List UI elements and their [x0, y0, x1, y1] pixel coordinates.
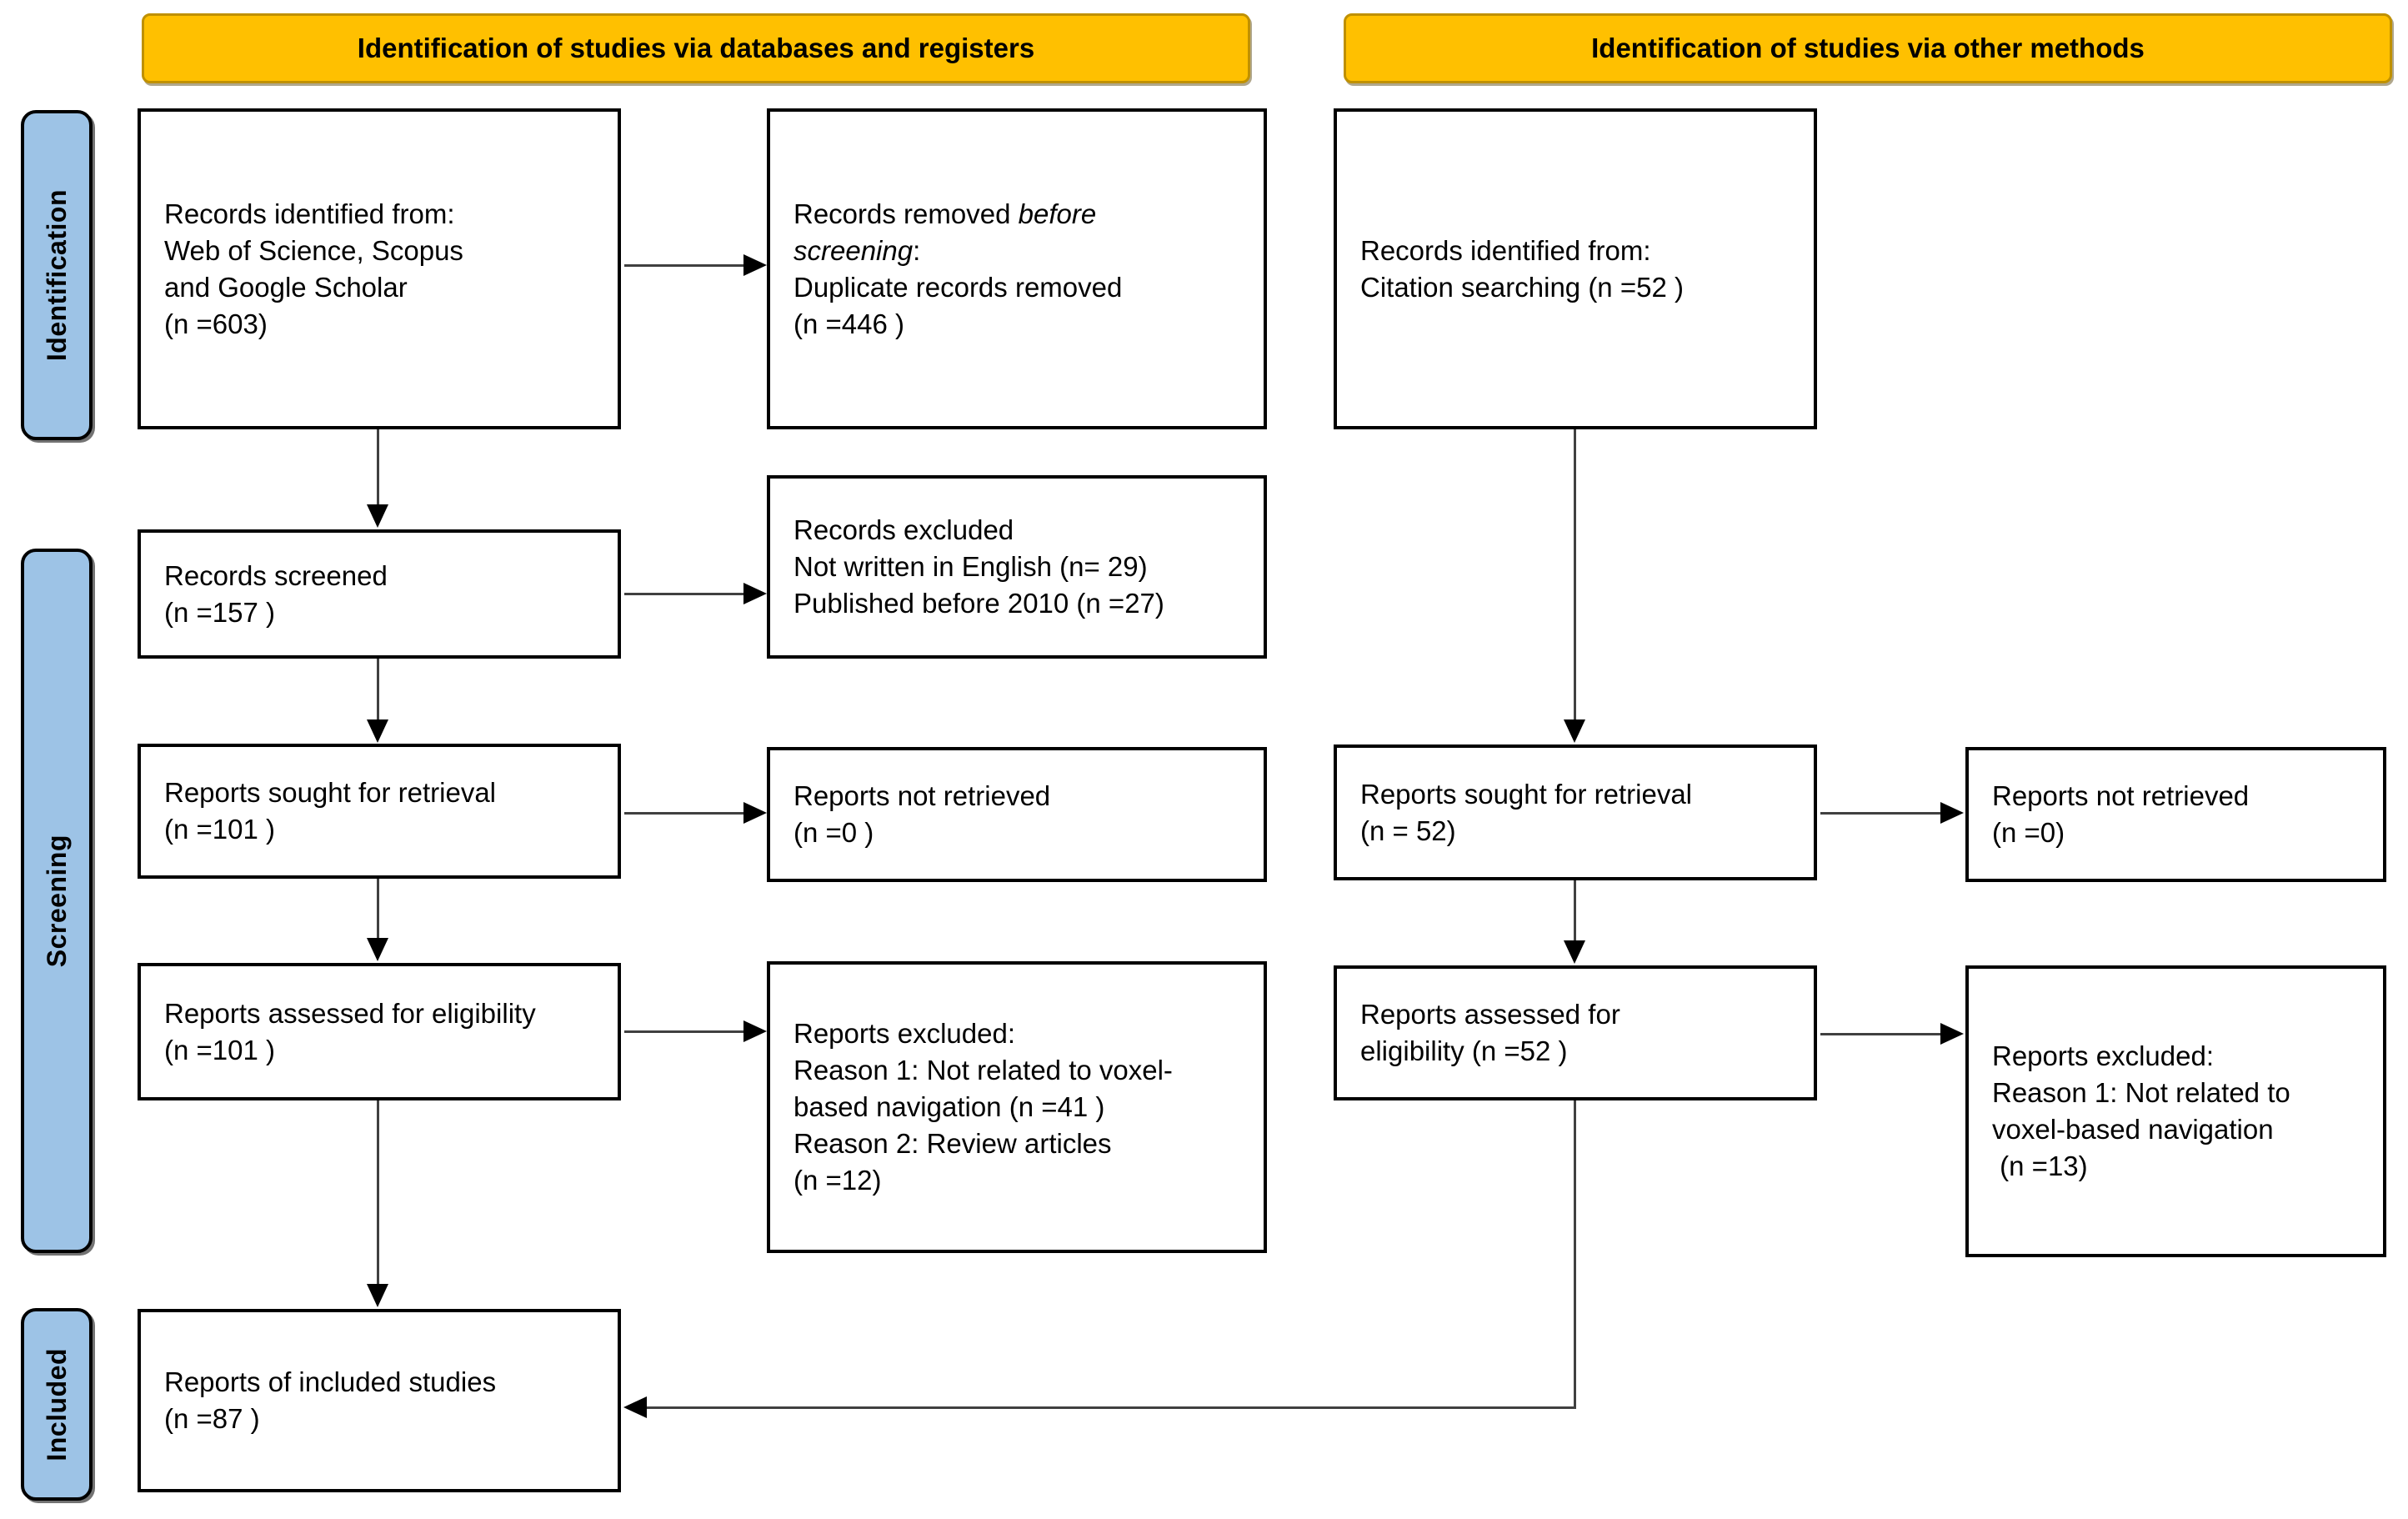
- stage-identification: Identification: [21, 110, 93, 440]
- arrow-sought-other-to-notretrieved-head: [1940, 802, 1964, 824]
- arrow-screened-to-excluded-line: [624, 593, 743, 595]
- stage-identification-label: Identification: [41, 188, 72, 362]
- box-text-line: screening:: [793, 234, 921, 266]
- header-other-label: Identification of studies via other meth…: [1591, 33, 2145, 63]
- box-text-line: Reason 1: Not related to: [1992, 1077, 2290, 1108]
- box-text-line: Reports assessed for eligibility: [164, 997, 536, 1029]
- box-text-line: Records identified from:: [164, 198, 455, 229]
- arrow-citation-to-sought-line: [1574, 429, 1576, 719]
- box-text-line: Reports sought for retrieval: [164, 777, 497, 808]
- box-text-line: Reports excluded:: [1992, 1040, 2214, 1071]
- box-text-line: Records removed before: [793, 198, 1097, 229]
- box-text-line: Reports of included studies: [164, 1366, 497, 1397]
- arrow-identified-to-screened-line: [377, 429, 379, 506]
- arrow-sought-to-notretrieved-head: [743, 802, 767, 824]
- box-text-line: (n =157 ): [164, 596, 275, 628]
- box-text-line: (n =12): [793, 1165, 882, 1196]
- stage-screening-label: Screening: [41, 834, 72, 968]
- arrow-sought-to-assessed-line: [377, 879, 379, 938]
- arrow-sought-to-notretrieved-line: [624, 812, 743, 815]
- box-text-line: Reports not retrieved: [1992, 780, 2250, 811]
- arrow-screened-to-sought-head: [367, 719, 388, 743]
- arrow-assessed-other-to-excluded-head: [1940, 1023, 1964, 1045]
- box-text-line: (n =603): [164, 308, 268, 339]
- box-text-line: Reason 1: Not related to voxel-: [793, 1055, 1173, 1085]
- box-text-line: Duplicate records removed: [793, 271, 1123, 303]
- box-text-line: eligibility (n =52 ): [1360, 1035, 1568, 1066]
- arrow-assessed-to-excluded-line: [624, 1030, 743, 1033]
- header-other-methods: Identification of studies via other meth…: [1344, 13, 2392, 83]
- arrow-identified-to-removed-line: [624, 264, 743, 267]
- box-text-line: Records screened: [164, 559, 388, 591]
- box-text-line: Records identified from:: [1360, 234, 1651, 266]
- arrow-assessed-other-to-included-head: [623, 1396, 647, 1418]
- box-text-line: (n =101 ): [164, 1034, 275, 1065]
- box-text-line: Published before 2010 (n =27): [793, 588, 1164, 619]
- box-text-line: Web of Science, Scopus: [164, 234, 463, 266]
- box-text-line: (n =13): [1992, 1151, 2088, 1181]
- arrow-sought-to-assessed-head: [367, 938, 388, 961]
- box-text-line: (n =0 ): [793, 817, 874, 848]
- box-text-line: voxel-based navigation: [1992, 1114, 2274, 1145]
- box-text-line: Reason 2: Review articles: [793, 1128, 1112, 1159]
- arrow-assessed-other-to-included-hline: [647, 1406, 1576, 1409]
- box-text-line: Reports sought for retrieval: [1360, 778, 1693, 810]
- box-reports-assessed-databases: Reports assessed for eligibility (n =101…: [138, 963, 621, 1100]
- header-databases-registers: Identification of studies via databases …: [142, 13, 1250, 83]
- box-records-identified-databases: Records identified from: Web of Science,…: [138, 108, 621, 429]
- box-text-line: (n = 52): [1360, 815, 1456, 846]
- box-records-excluded: Records excluded Not written in English …: [767, 475, 1267, 659]
- box-reports-not-retrieved-other: Reports not retrieved (n =0): [1965, 747, 2386, 882]
- italic-screening: screening: [793, 234, 914, 266]
- box-reports-assessed-other: Reports assessed for eligibility (n =52 …: [1334, 965, 1817, 1100]
- arrow-assessed-other-to-included-vline: [1574, 1100, 1576, 1407]
- box-reports-included: Reports of included studies (n =87 ): [138, 1309, 621, 1492]
- box-text-line: based navigation (n =41 ): [793, 1091, 1105, 1122]
- box-text-line: Not written in English (n= 29): [793, 551, 1148, 582]
- arrow-sought-other-to-notretrieved-line: [1820, 812, 1940, 815]
- box-reports-sought-databases: Reports sought for retrieval (n =101 ): [138, 744, 621, 879]
- box-text-line: Reports not retrieved: [793, 780, 1051, 811]
- box-records-identified-citation: Records identified from: Citation search…: [1334, 108, 1817, 429]
- italic-before: before: [1018, 198, 1097, 229]
- box-text-line: Reports assessed for: [1360, 999, 1620, 1030]
- box-reports-sought-other: Reports sought for retrieval (n = 52): [1334, 744, 1817, 880]
- arrow-citation-to-sought-head: [1564, 719, 1585, 743]
- box-text-line: and Google Scholar: [164, 271, 408, 303]
- box-text-line: (n =0): [1992, 817, 2065, 848]
- stage-included: Included: [21, 1308, 93, 1501]
- arrow-identified-to-removed-head: [743, 254, 767, 276]
- box-reports-excluded-other: Reports excluded: Reason 1: Not related …: [1965, 965, 2386, 1257]
- box-text-line: Records excluded: [793, 514, 1014, 545]
- stage-included-label: Included: [41, 1347, 72, 1461]
- stage-screening: Screening: [21, 549, 93, 1253]
- arrow-assessed-to-included-head: [367, 1284, 388, 1307]
- arrow-screened-to-excluded-head: [743, 583, 767, 604]
- arrow-sought-other-to-assessed-line: [1574, 880, 1576, 940]
- box-text-line: Citation searching (n =52 ): [1360, 271, 1684, 303]
- box-records-removed-before-screening: Records removed before screening: Duplic…: [767, 108, 1267, 429]
- arrow-assessed-other-to-excluded-line: [1820, 1033, 1940, 1035]
- arrow-assessed-to-included-line: [377, 1100, 379, 1284]
- arrow-assessed-to-excluded-head: [743, 1020, 767, 1042]
- box-reports-excluded-databases: Reports excluded: Reason 1: Not related …: [767, 961, 1267, 1253]
- box-text-line: (n =101 ): [164, 814, 275, 845]
- box-text-line: (n =446 ): [793, 308, 904, 339]
- header-databases-label: Identification of studies via databases …: [357, 33, 1035, 63]
- box-reports-not-retrieved-databases: Reports not retrieved (n =0 ): [767, 747, 1267, 882]
- box-text-line: Reports excluded:: [793, 1018, 1015, 1049]
- arrow-sought-other-to-assessed-head: [1564, 940, 1585, 964]
- box-text-line: (n =87 ): [164, 1403, 260, 1434]
- arrow-identified-to-screened-head: [367, 504, 388, 528]
- arrow-screened-to-sought-line: [377, 659, 379, 719]
- box-records-screened: Records screened (n =157 ): [138, 529, 621, 659]
